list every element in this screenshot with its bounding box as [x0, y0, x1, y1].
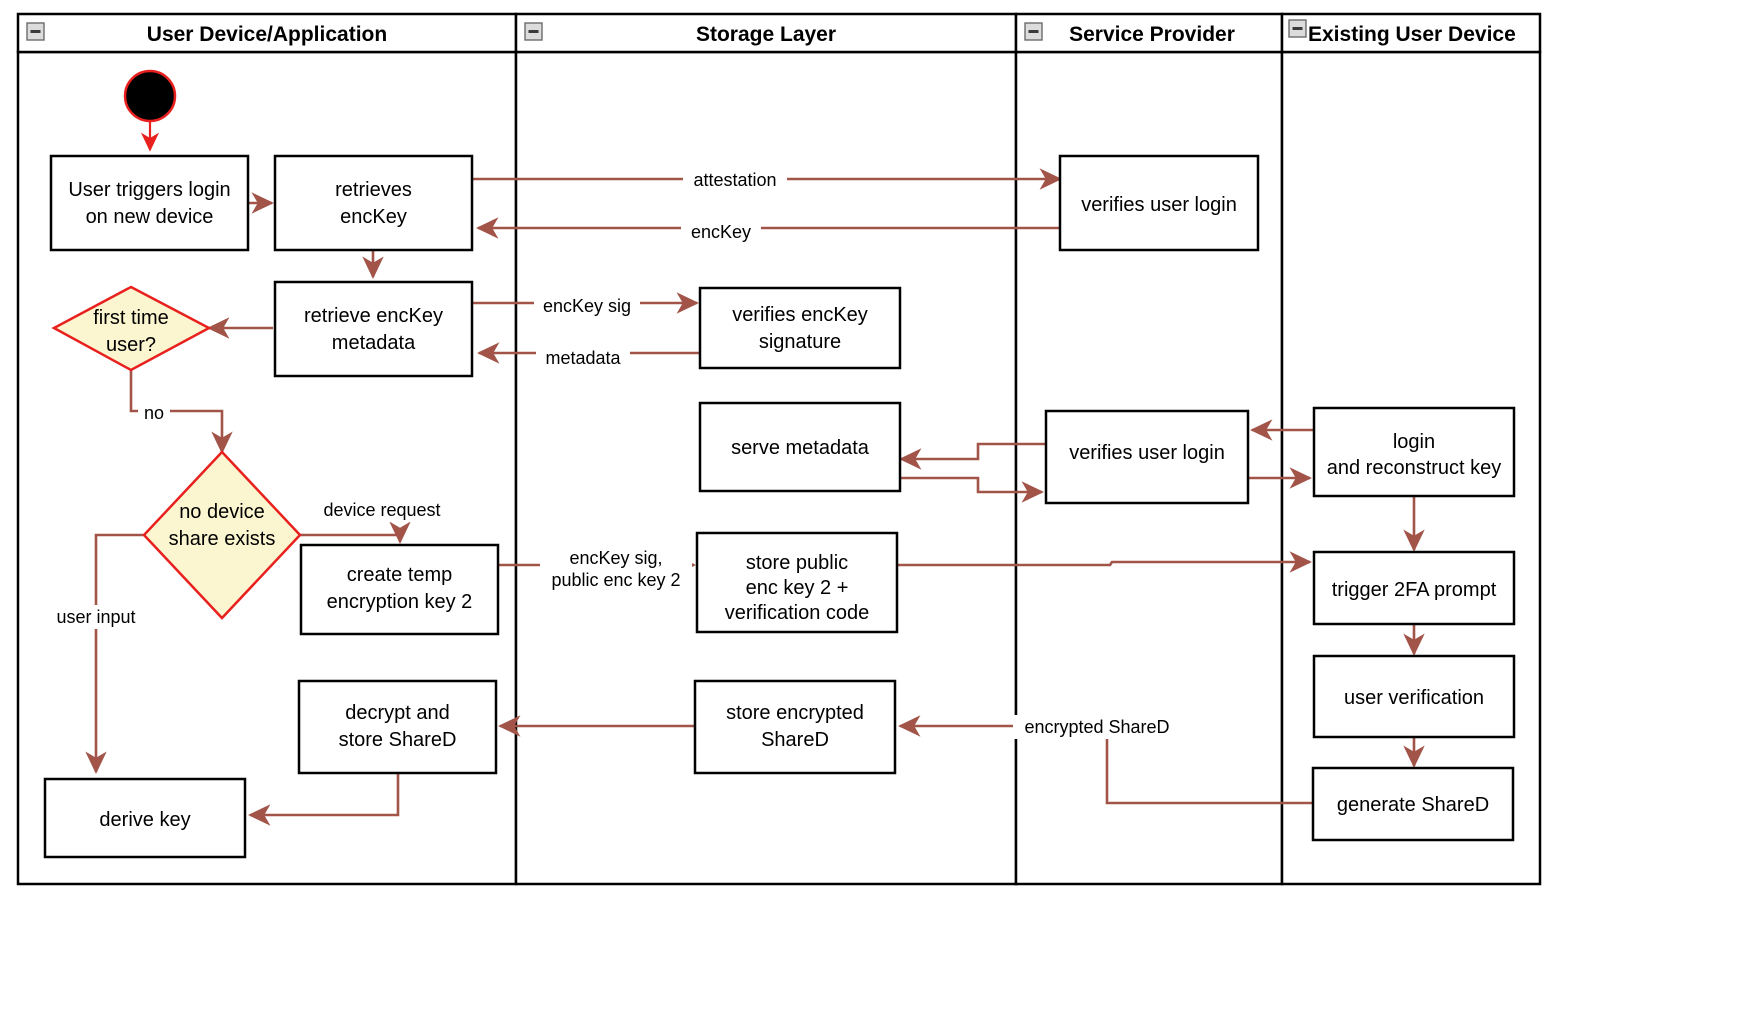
activity-label-line: login: [1393, 431, 1435, 453]
activity-label-line: store public: [746, 552, 848, 574]
edge-serve-metadata-out: [901, 476, 1044, 503]
activity-label-line: and reconstruct key: [1327, 457, 1502, 479]
activity-store-public-enc-key-2[interactable]: store public enc key 2 + verification co…: [695, 531, 899, 634]
activity-user-triggers-login[interactable]: User triggers login on new device: [49, 154, 250, 252]
activity-label-line: signature: [759, 331, 841, 353]
activity-label-line: on new device: [86, 206, 214, 228]
edge-label-device-request: device request: [323, 500, 440, 520]
edge-device-request: [300, 521, 411, 544]
edge-label-encrypted-shared: encrypted ShareD: [1024, 717, 1169, 737]
lane-header-existing-user-device[interactable]: [1280, 12, 1542, 54]
lane-title-storage-layer: Storage Layer: [696, 23, 836, 46]
activity-derive-key[interactable]: derive key: [43, 777, 247, 859]
decision-label-line: no device: [179, 501, 265, 523]
minus-icon-service-provider[interactable]: [1024, 22, 1043, 41]
lane-header-storage-layer[interactable]: [514, 12, 1018, 54]
initial-node: [123, 69, 177, 123]
edge-user-input: [85, 533, 144, 774]
edge-storepublic-to-2fa: [897, 551, 1312, 573]
activity-label-line: verifies user login: [1081, 194, 1237, 216]
edge-label-enckey-sig-pub2-line2: public enc key 2: [551, 570, 680, 590]
activity-store-encrypted-shared[interactable]: store encrypted ShareD: [693, 679, 897, 775]
edge-serve-metadata-in: [899, 442, 1046, 470]
activity-label-line: store encrypted: [726, 702, 864, 724]
activity-label-line: metadata: [332, 332, 416, 354]
activity-label-line: verifies encKey: [732, 304, 868, 326]
activity-label-line: create temp: [347, 564, 453, 586]
decision-label-line: share exists: [169, 528, 276, 550]
decision-label-line: first time: [93, 307, 169, 329]
activity-verifies-user-login-1[interactable]: verifies user login: [1058, 154, 1260, 252]
activity-label-line: enc key 2 +: [746, 577, 849, 599]
activity-label-line: store ShareD: [339, 729, 457, 751]
edge-encrypted-shared: [898, 715, 1313, 805]
decision-first-time-user[interactable]: first time user?: [51, 285, 212, 372]
activity-label-line: ShareD: [761, 729, 829, 751]
lane-collapse-icons[interactable]: [26, 19, 1307, 41]
activity-label-line: retrieves: [335, 179, 412, 201]
edge-label-enckey-sig-pub2-line1: encKey sig,: [569, 548, 662, 568]
activity-label-line: encryption key 2: [327, 591, 473, 613]
edge-label-group: attestation encKey encKey sig metadata n…: [48, 167, 1181, 739]
lane-title-existing-user-device: Existing User Device: [1308, 23, 1516, 46]
activity-label-line: generate ShareD: [1337, 794, 1489, 816]
decision-label-line: user?: [106, 334, 156, 356]
lane-header-service-provider[interactable]: [1014, 12, 1284, 54]
activity-label-line: user verification: [1344, 687, 1484, 709]
minus-icon-user-device[interactable]: [26, 22, 45, 41]
activity-verifies-enckey-signature[interactable]: verifies encKey signature: [698, 286, 902, 370]
decision-no-device-share-exists[interactable]: no device share exists: [142, 450, 302, 620]
activity-label-line: serve metadata: [731, 437, 870, 459]
lane-title-user-device: User Device/Application: [147, 23, 387, 46]
activity-trigger-2fa-prompt[interactable]: trigger 2FA prompt: [1312, 550, 1516, 626]
edge-label-metadata: metadata: [545, 348, 621, 368]
edge-no-branch: [129, 370, 233, 454]
activity-decrypt-and-store-shared[interactable]: decrypt and store ShareD: [297, 679, 498, 775]
activity-label-line: retrieve encKey: [304, 305, 443, 327]
activity-user-verification[interactable]: user verification: [1312, 654, 1516, 739]
activity-generate-shared[interactable]: generate ShareD: [1311, 766, 1515, 842]
activity-label-line: verification code: [725, 602, 870, 624]
activity-serve-metadata[interactable]: serve metadata: [698, 401, 902, 493]
edge-label-user-input: user input: [56, 607, 135, 627]
edge-label-attestation: attestation: [693, 170, 776, 190]
activity-retrieve-enckey-metadata[interactable]: retrieve encKey metadata: [273, 280, 474, 378]
lane-title-service-provider: Service Provider: [1069, 23, 1235, 46]
edge-label-enckey: encKey: [691, 222, 751, 242]
activity-create-temp-encryption-key-2[interactable]: create temp encryption key 2: [299, 543, 500, 636]
activity-label-line: derive key: [99, 809, 190, 831]
lane-header-user-device[interactable]: [16, 12, 518, 54]
activity-label-line: User triggers login: [68, 179, 230, 201]
activity-retrieves-enckey[interactable]: retrieves encKey: [273, 154, 474, 252]
activity-label-line: trigger 2FA prompt: [1332, 579, 1497, 601]
activity-verifies-user-login-2[interactable]: verifies user login: [1044, 409, 1250, 505]
minus-icon-storage-layer[interactable]: [524, 22, 543, 41]
activity-login-and-reconstruct-key[interactable]: login and reconstruct key: [1312, 406, 1516, 498]
activity-label-line: decrypt and: [345, 702, 450, 724]
edge-label-enckey-sig: encKey sig: [543, 296, 631, 316]
minus-icon-existing-user-device[interactable]: [1288, 19, 1307, 38]
edge-decrypt-to-derive: [248, 773, 400, 826]
edge-label-no: no: [144, 403, 164, 423]
activity-label-line: verifies user login: [1069, 442, 1225, 464]
activity-label-line: encKey: [340, 206, 407, 228]
